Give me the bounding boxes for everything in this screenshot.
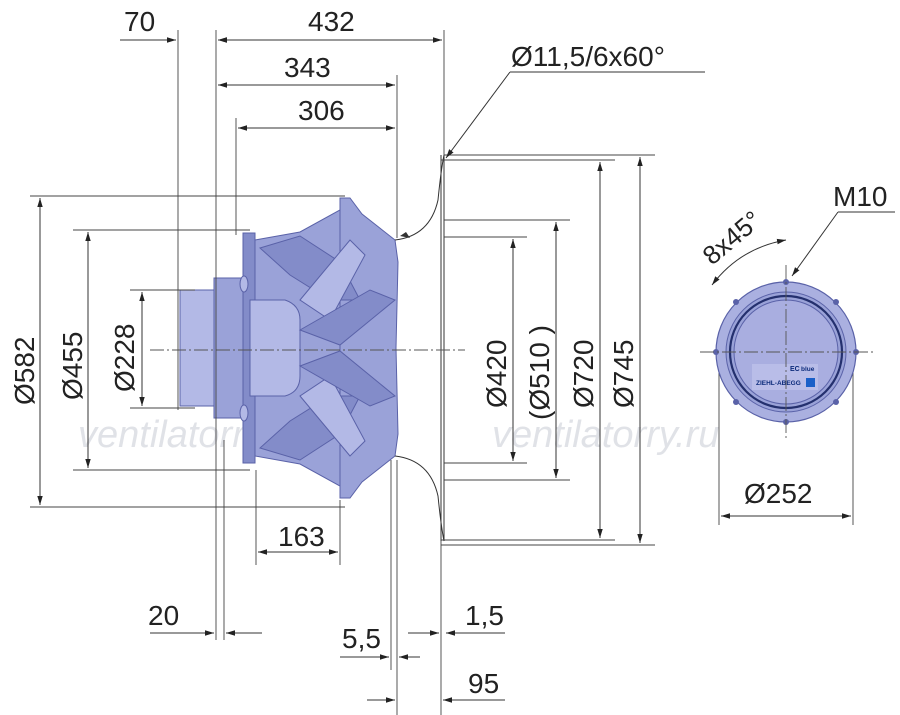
logo-ec: EC	[790, 366, 800, 373]
extension-lines	[177, 30, 445, 715]
dim-70: 70	[124, 6, 155, 37]
m10-leader	[791, 211, 839, 277]
dim-5-5: 5,5	[342, 623, 381, 654]
blade	[299, 375, 366, 457]
logo-brand: ZIEHL-ABEGG	[756, 380, 801, 387]
dim-455: Ø455	[57, 332, 88, 401]
motor-body	[249, 299, 301, 397]
dim-95: 95	[468, 668, 499, 699]
dim-angle: 8x45°	[697, 205, 767, 271]
fan-front-view: EC blue ZIEHL-ABEGG	[713, 279, 859, 525]
blade	[298, 289, 396, 346]
dim-228: Ø228	[109, 324, 140, 393]
dim-745: Ø745	[608, 340, 639, 409]
motor-flange	[213, 277, 247, 419]
dim-20: 20	[148, 600, 179, 631]
dim-720: Ø720	[568, 340, 599, 409]
dim-1-5: 1,5	[465, 600, 504, 631]
angle-arc	[711, 238, 787, 286]
dim-306: 306	[298, 95, 345, 126]
dim-252: Ø252	[744, 478, 813, 509]
dim-510: (Ø510 )	[524, 325, 555, 420]
dim-420: Ø420	[481, 340, 512, 409]
blade	[299, 239, 366, 321]
dim-343: 343	[284, 52, 331, 83]
fan-side-view	[179, 154, 445, 542]
watermark-right: ventilatorry.ru	[492, 414, 719, 456]
dim-582: Ø582	[9, 337, 40, 406]
diameter-extension-lines	[30, 154, 655, 546]
dim-163: 163	[278, 521, 325, 552]
hole-spec: Ø11,5/6x60°	[511, 41, 665, 72]
dimension-lines	[37, 37, 705, 703]
logo-blue: blue	[801, 366, 815, 373]
blade	[298, 350, 396, 407]
dim-m10: M10	[833, 181, 887, 212]
dim-432: 432	[308, 6, 355, 37]
